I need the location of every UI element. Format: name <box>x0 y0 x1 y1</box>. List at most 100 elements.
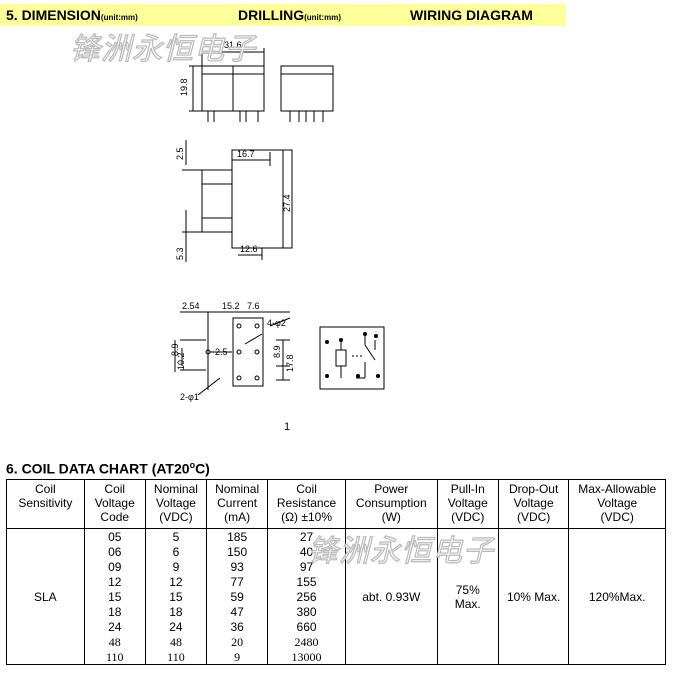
power-consumption-cell: abt. 0.93W <box>344 528 438 665</box>
table-cell: 185 <box>206 528 269 544</box>
section-header-bar: 5. DIMENSION(unit:mm) DRILLING(unit:mm) … <box>0 4 566 26</box>
column-header-line: Coil <box>104 482 126 496</box>
column-header-line: (VDC) <box>159 510 193 524</box>
column-header-line: (VDC) <box>600 510 634 524</box>
dim-pin-span: 15.2 <box>222 301 240 311</box>
dimension-unit: (unit:mm) <box>100 13 138 22</box>
dimension-label: 5. DIMENSION <box>6 7 101 23</box>
column-header-line: Pull-In <box>450 482 485 496</box>
table-cell: 15 <box>144 589 208 604</box>
table-cell: 15 <box>83 589 146 604</box>
dim-width: 31.6 <box>224 40 242 50</box>
dim-width-top: 16.7 <box>237 149 255 159</box>
column-header-line: Voltage <box>94 496 135 510</box>
table-cell: 6 <box>144 544 208 559</box>
table-cell: 155 <box>267 574 346 589</box>
column-header-line: Power <box>374 482 409 496</box>
max-allowable-cell: 120%Max. <box>568 528 666 665</box>
column-header-line: Code <box>100 510 130 524</box>
dim-length: 27.4 <box>282 194 292 212</box>
column-header-line: Sensitivity <box>18 496 73 510</box>
dimension-drawing: 31.6 19.8 2.5 16.7 27.4 5.3 12.6 2.54 15… <box>170 40 385 433</box>
table-cell: 12 <box>144 574 208 589</box>
pull-in-line: 75% <box>455 582 480 597</box>
drilling-unit: (unit:mm) <box>304 13 341 22</box>
column-header-line: (Ω) ±10% <box>281 510 332 524</box>
wiring-diagram-box <box>319 326 385 390</box>
table-cell: 48 <box>83 634 146 649</box>
table-cell: 47 <box>206 604 269 619</box>
column-header-line: Nominal <box>153 482 198 496</box>
table-cell: 40 <box>267 544 346 559</box>
dim-pitch: 2.54 <box>182 301 200 311</box>
column-header-line: Consumption <box>355 496 427 510</box>
dim-top-margin: 2.5 <box>175 147 185 160</box>
table-cell: 48 <box>144 634 208 649</box>
dim-small-hole: 2-φ1 <box>180 392 199 402</box>
degree-sign: o <box>189 460 196 470</box>
table-cell: 36 <box>206 619 269 634</box>
drilling-heading: DRILLING(unit:mm) <box>238 7 341 23</box>
column-header-line: Voltage <box>597 496 638 510</box>
column-header-line: Current <box>217 496 258 510</box>
column-header-line: Coil <box>34 482 56 496</box>
column-header-line: Voltage <box>447 496 488 510</box>
column-header-line: Voltage <box>513 496 554 510</box>
watermark-top: 锋洲永恒电子 <box>69 31 256 67</box>
relay-top-view <box>201 149 293 249</box>
table-cell: 06 <box>83 544 146 559</box>
pull-in-line: Max. <box>454 596 481 611</box>
coil-title-end: C) <box>195 460 210 477</box>
dim-row-2: 10.2 <box>176 352 186 370</box>
table-cell: 13000 <box>267 649 346 665</box>
table-cell: 59 <box>206 589 269 604</box>
table-cell: 05 <box>83 528 146 544</box>
column-header-line: Drop-Out <box>508 482 559 496</box>
table-cell: 380 <box>267 604 346 619</box>
table-cell: 24 <box>83 619 146 634</box>
page-mark: 1 <box>284 421 290 433</box>
coil-symbol <box>335 349 347 367</box>
dim-bottom-margin: 5.3 <box>175 247 185 260</box>
table-cell: 18 <box>144 604 208 619</box>
table-cell: 9 <box>144 559 208 574</box>
drilling-label: DRILLING <box>238 7 305 23</box>
table-cell: 27 <box>267 528 346 544</box>
table-cell: 12 <box>83 574 146 589</box>
watermark-table: 锋洲永恒电子 <box>307 533 494 569</box>
column-header-line: (VDC) <box>516 510 551 524</box>
column-header-line: Resistance <box>276 496 337 510</box>
coil-sensitivity-cell: SLA <box>6 528 85 665</box>
column-header-line: Max-Allowable <box>578 482 657 496</box>
table-cell: 660 <box>267 619 346 634</box>
coil-data-title: 6. COIL DATA CHART (AT20oC) <box>6 460 210 477</box>
dim-pin-gap: 7.6 <box>247 301 260 311</box>
contact-switch <box>364 344 376 361</box>
dim-height: 19.8 <box>179 78 189 96</box>
coil-title-text: 6. COIL DATA CHART (AT20 <box>6 460 190 477</box>
wiring-heading: WIRING DIAGRAM <box>410 7 533 23</box>
column-header-line: (W) <box>381 510 401 524</box>
table-cell: 9 <box>206 649 269 665</box>
column-header-line: Nominal <box>215 482 260 496</box>
relay-side-view <box>280 65 334 112</box>
pull-in-cell: 75%Max. <box>436 528 499 665</box>
dim-width-bottom: 12.6 <box>240 244 258 254</box>
table-cell: 256 <box>267 589 346 604</box>
